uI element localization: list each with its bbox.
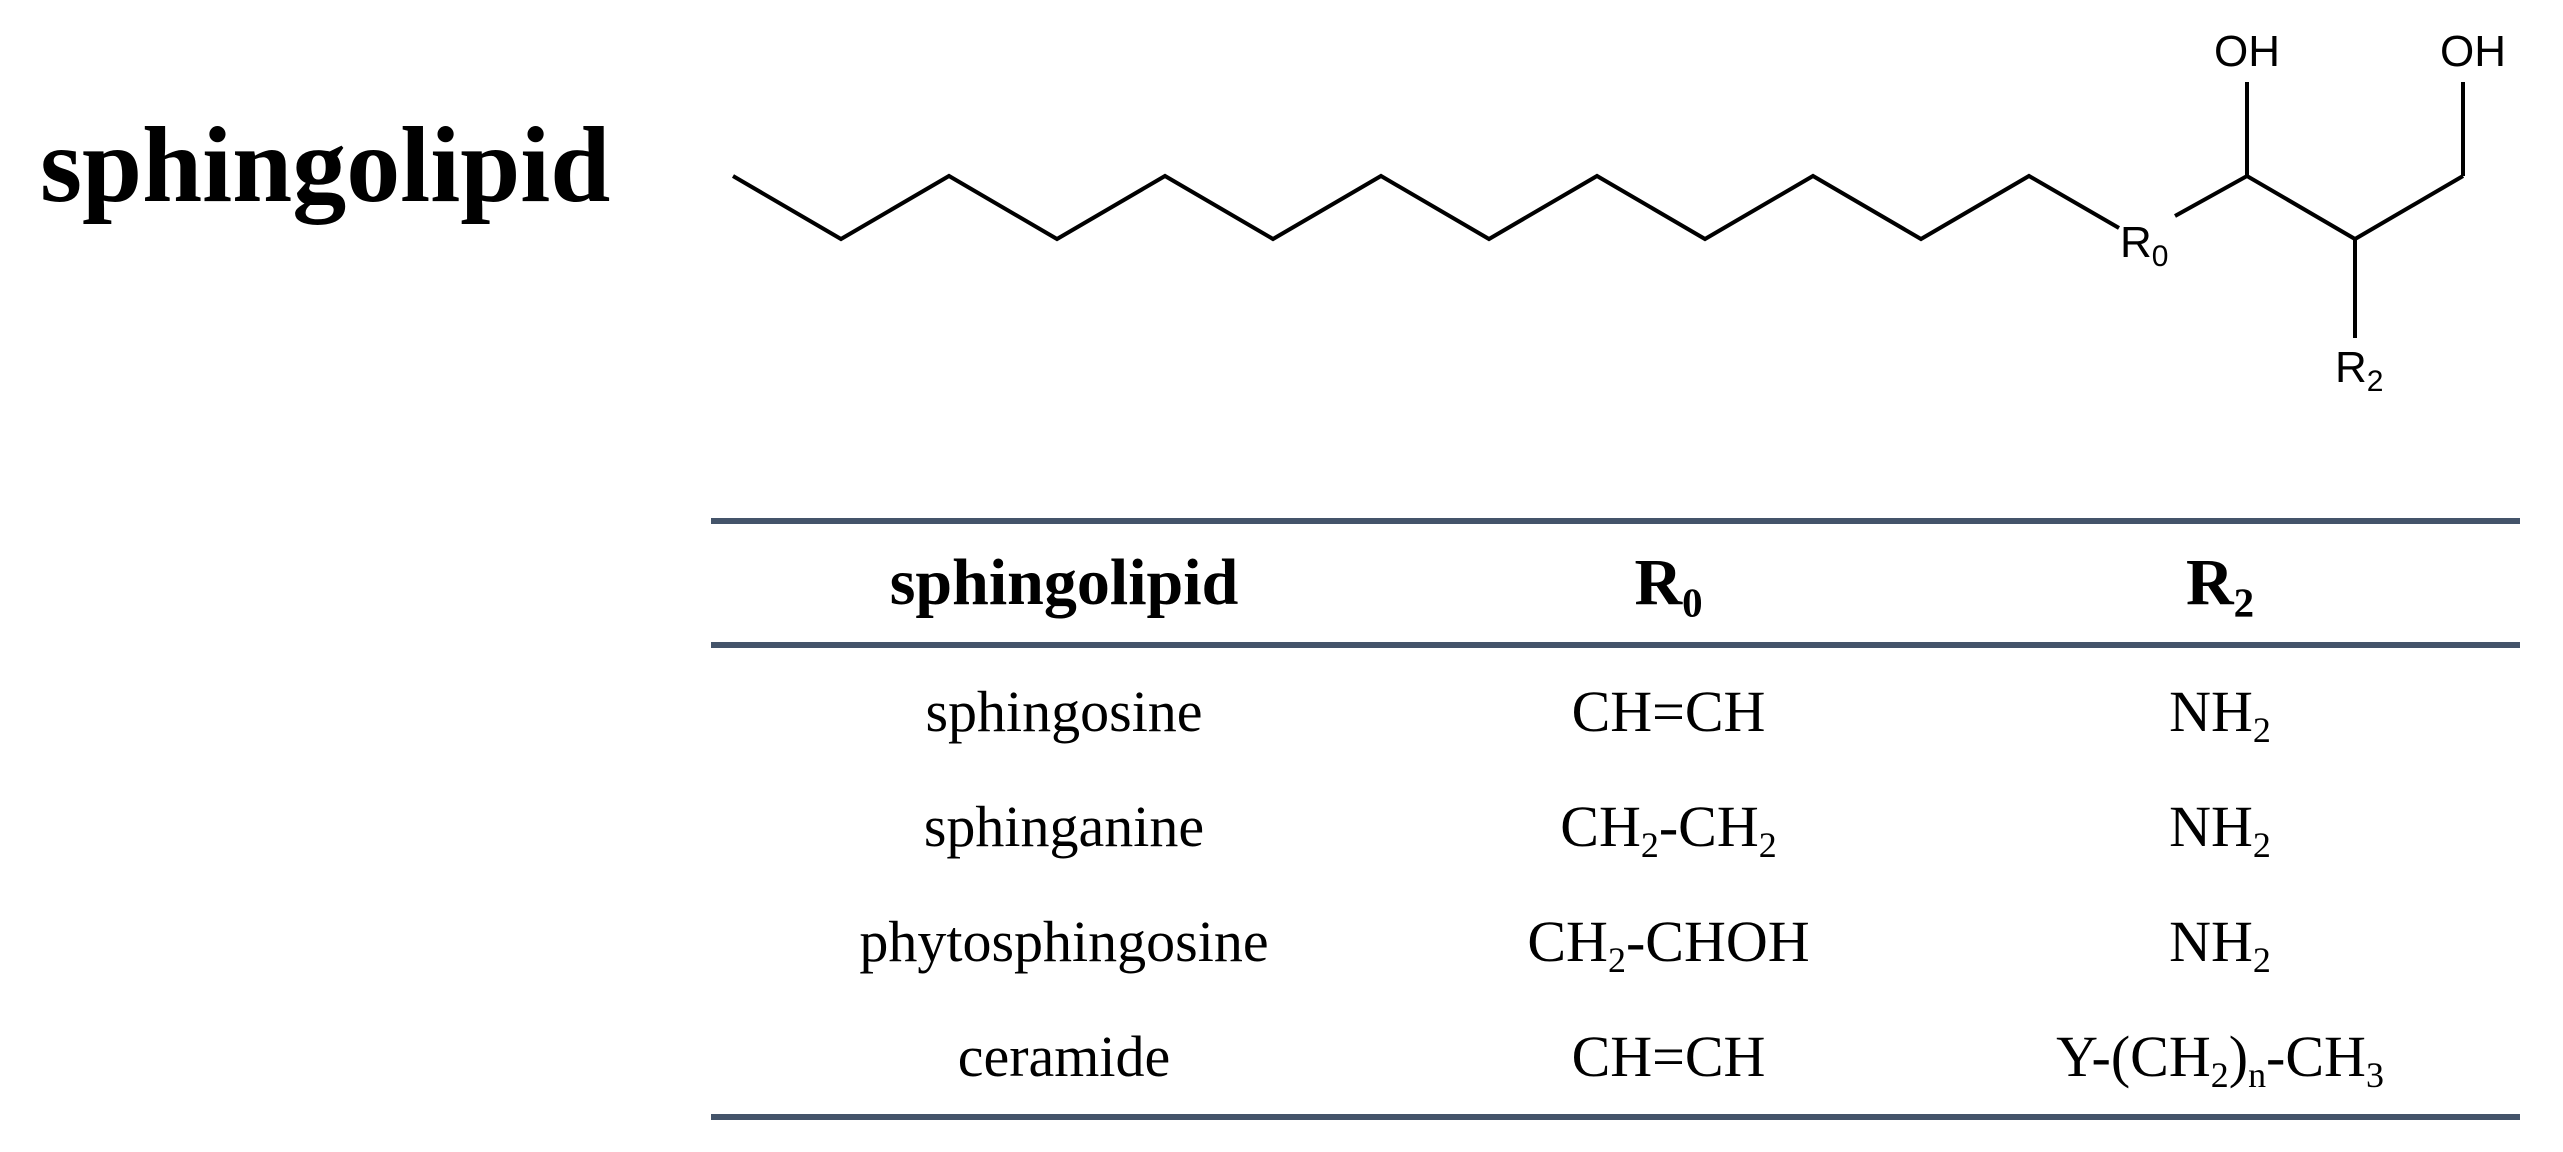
atom-r0: R0	[2120, 218, 2168, 273]
formula-subscript: 3	[2365, 1054, 2384, 1095]
cell-name: phytosphingosine	[859, 909, 1269, 974]
headgroup-backbone	[2174, 173, 2465, 242]
formula-subscript: 2	[2252, 824, 2271, 865]
formula-text: -CHOH	[1625, 909, 1810, 974]
formula-text: NH	[2169, 679, 2253, 744]
cell-r2: NH2	[1920, 645, 2520, 769]
table-row: ceramide CH=CH Y-(CH2)n-CH3	[711, 999, 2520, 1117]
formula-text: )	[2228, 1024, 2249, 1089]
formula-text: CH=CH	[1571, 1024, 1766, 1089]
cell-name: ceramide	[957, 1024, 1171, 1089]
table-row: sphinganine CH2-CH2 NH2	[711, 769, 2520, 884]
cell-r2: Y-(CH2)n-CH3	[1920, 999, 2520, 1117]
atom-r2: R2	[2335, 343, 2383, 398]
formula-text: CH	[1527, 909, 1608, 974]
formula-text: CH=CH	[1571, 679, 1766, 744]
formula-text: NH	[2169, 794, 2253, 859]
table-body: sphingosine CH=CH NH2 sphinganine CH2-CH…	[711, 645, 2520, 1117]
cell-r0: CH2-CH2	[1417, 769, 1920, 884]
header-r0: R0	[1634, 546, 1703, 626]
header-r2: R2	[2185, 546, 2255, 626]
hydrocarbon-chain	[731, 173, 2121, 242]
formula-text: -CH	[2266, 1024, 2366, 1089]
formula-subscript: 2	[2252, 939, 2271, 980]
cell-r0: CH=CH	[1417, 645, 1920, 769]
cell-name: sphinganine	[923, 794, 1205, 859]
formula-text: CH	[1560, 794, 1641, 859]
atom-oh-right: OH	[2440, 27, 2506, 76]
table-header-row: sphingolipid R0 R2	[711, 521, 2520, 645]
formula-subscript: 2	[1640, 824, 1659, 865]
sphingolipid-structure: R0 OH OH R2	[731, 27, 2506, 398]
formula-text: NH	[2169, 909, 2253, 974]
table-row: phytosphingosine CH2-CHOH NH2	[711, 884, 2520, 999]
atom-oh-left: OH	[2214, 27, 2280, 76]
diagram-title: sphingolipid	[40, 106, 611, 225]
cell-name: sphingosine	[925, 679, 1203, 744]
cell-r2: NH2	[1920, 769, 2520, 884]
table-row: sphingosine CH=CH NH2	[711, 645, 2520, 769]
header-sphingolipid: sphingolipid	[889, 546, 1239, 619]
formula-subscript: 2	[1607, 939, 1626, 980]
cell-r2: NH2	[1920, 884, 2520, 999]
formula-text: Y-(CH	[2056, 1024, 2211, 1089]
formula-subscript: 2	[1758, 824, 1777, 865]
formula-subscript: 2	[2210, 1054, 2229, 1095]
cell-r0: CH=CH	[1417, 999, 1920, 1117]
substituent-table: sphingolipid R0 R2 sphingosine CH=CH NH2…	[711, 518, 2520, 1120]
cell-r0: CH2-CHOH	[1417, 884, 1920, 999]
formula-subscript: n	[2248, 1054, 2267, 1095]
formula-subscript: 2	[2252, 709, 2271, 750]
formula-text: -CH	[1658, 794, 1759, 859]
